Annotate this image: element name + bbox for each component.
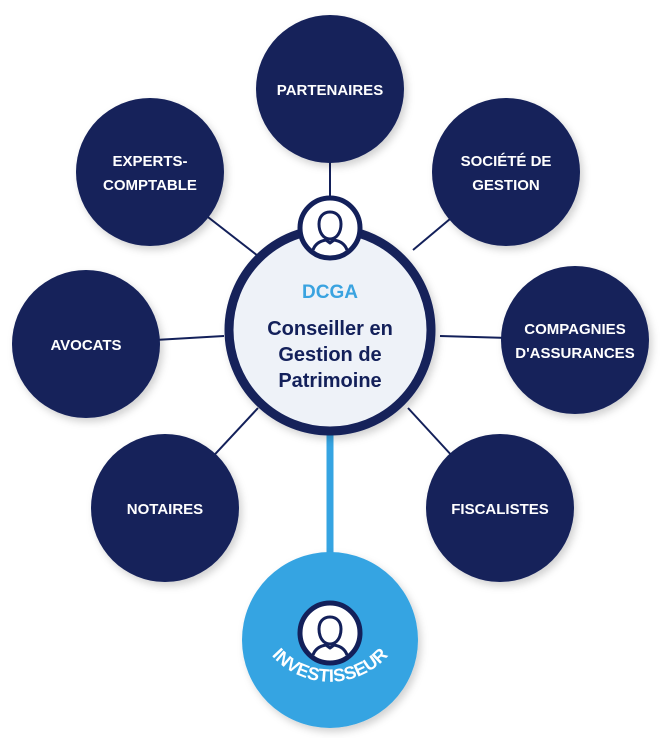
satellite-label-compagnies-assurances-1: COMPAGNIES xyxy=(524,321,625,338)
center-person-badge xyxy=(297,195,363,261)
satellite-circle-experts-comptable xyxy=(76,98,224,246)
satellite-experts-comptable: EXPERTS- COMPTABLE xyxy=(76,98,224,246)
satellite-label-partenaires-1: PARTENAIRES xyxy=(277,82,383,99)
satellite-circle-avocats xyxy=(12,270,160,418)
satellite-societe-de-gestion: SOCIÉTÉ DE GESTION xyxy=(432,98,580,246)
satellite-circle-fiscalistes xyxy=(426,434,574,582)
satellite-label-avocats-1: AVOCATS xyxy=(50,337,121,354)
satellite-circle-notaires xyxy=(91,434,239,582)
center-title-line-1: Conseiller en xyxy=(267,318,393,340)
investor-person-badge xyxy=(297,600,363,666)
satellite-label-societe-de-gestion-1: SOCIÉTÉ DE xyxy=(461,153,552,170)
satellite-label-societe-de-gestion-2: GESTION xyxy=(472,177,540,194)
satellite-partenaires: PARTENAIRES xyxy=(256,15,404,163)
person-icon xyxy=(311,615,349,656)
satellite-circle-partenaires xyxy=(256,15,404,163)
investor-node: INVESTISSEUR xyxy=(242,552,418,728)
satellite-label-experts-comptable-2: COMPTABLE xyxy=(103,177,197,194)
satellite-label-experts-comptable-1: EXPERTS- xyxy=(112,153,187,170)
satellite-compagnies-assurances: COMPAGNIES D'ASSURANCES xyxy=(501,266,649,414)
satellite-notaires: NOTAIRES xyxy=(91,434,239,582)
satellite-label-notaires-1: NOTAIRES xyxy=(127,501,203,518)
satellite-fiscalistes: FISCALISTES xyxy=(426,434,574,582)
satellite-circle-compagnies-assurances xyxy=(501,266,649,414)
satellite-label-fiscalistes-1: FISCALISTES xyxy=(451,501,549,518)
satellite-circle-societe-de-gestion xyxy=(432,98,580,246)
center-kicker: DCGA xyxy=(302,282,358,303)
center-node-dcga: DCGA Conseiller en Gestion de Patrimoine xyxy=(224,195,436,436)
satellite-nodes: PARTENAIRES SOCIÉTÉ DE GESTION COMPAGNIES D'… xyxy=(12,15,649,582)
satellite-avocats: AVOCATS xyxy=(12,270,160,418)
person-icon xyxy=(311,210,349,251)
center-title-line-3: Patrimoine xyxy=(278,370,381,392)
center-title-line-2: Gestion de xyxy=(278,344,381,366)
satellite-label-compagnies-assurances-2: D'ASSURANCES xyxy=(515,345,634,362)
